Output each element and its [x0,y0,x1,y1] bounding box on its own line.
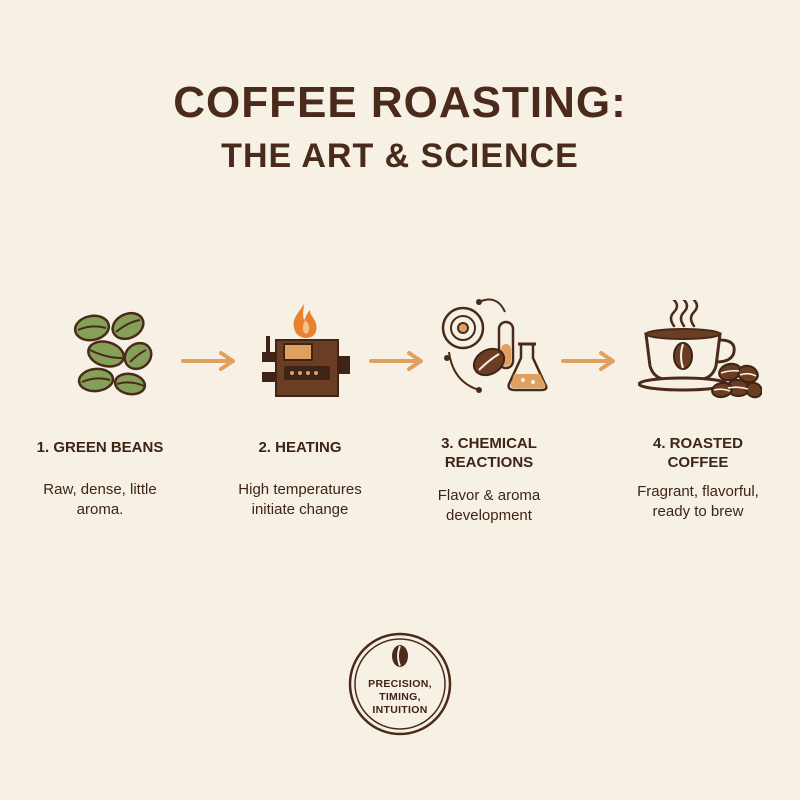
step-label: 3. CHEMICAL REACTIONS [399,434,579,472]
step-label-line-1: 3. CHEMICAL [441,435,537,452]
step-label-line-2: REACTIONS [444,454,534,471]
green-beans-icon [73,311,153,396]
arrow-right-icon [369,351,423,371]
step-label-line-1: 4. ROASTED [652,435,743,452]
seal-badge [348,632,452,736]
step-label-line-2: COFFEE [667,454,729,471]
step-desc-line-1: Raw, dense, little [43,481,157,498]
step-label: 4. ROASTED COFFEE [608,434,788,472]
step-green-beans: 1. GREEN BEANS Raw, dense, little aroma. [10,300,190,540]
step-label-line-1: 1. GREEN BEANS [36,439,164,456]
chemistry-icon [441,298,548,393]
step-desc-line-1: High temperatures [238,481,362,498]
roaster-icon [262,304,350,397]
step-label-line-1: 2. HEATING [258,439,342,456]
step-desc-line-1: Fragrant, flavorful, [637,483,759,500]
step-desc-line-2: initiate change [251,501,349,518]
step-desc-line-2: aroma. [76,501,124,518]
seal-line-3: INTUITION [372,704,428,716]
title-line-1: COFFEE ROASTING: [173,78,627,127]
page-title: COFFEE ROASTING: THE ART & SCIENCE [0,78,800,178]
step-desc-line-2: development [446,507,532,524]
step-chemical-reactions: 3. CHEMICAL REACTIONS Flavor & aroma dev… [399,292,579,540]
step-description: High temperatures initiate change [210,480,390,520]
step-label: 2. HEATING [210,438,390,457]
step-desc-line-2: ready to brew [652,503,744,520]
step-description: Raw, dense, little aroma. [10,480,190,520]
step-description: Fragrant, flavorful, ready to brew [608,482,788,522]
seal-line-1: PRECISION, [368,678,432,690]
coffee-cup-icon [638,300,762,399]
step-label: 1. GREEN BEANS [10,438,190,457]
seal-text: PRECISION, TIMING, INTUITION [348,678,452,717]
coffee-bean-icon [392,645,408,667]
step-heating: 2. HEATING High temperatures initiate ch… [210,300,390,540]
step-desc-line-1: Flavor & aroma [437,487,541,504]
step-description: Flavor & aroma development [399,486,579,526]
seal-line-2: TIMING, [379,691,421,703]
step-roasted-coffee: 4. ROASTED COFFEE Fragrant, flavorful, r… [608,300,788,540]
arrow-right-icon [181,351,235,371]
title-line-2: THE ART & SCIENCE [221,137,579,175]
arrow-right-icon [561,351,615,371]
